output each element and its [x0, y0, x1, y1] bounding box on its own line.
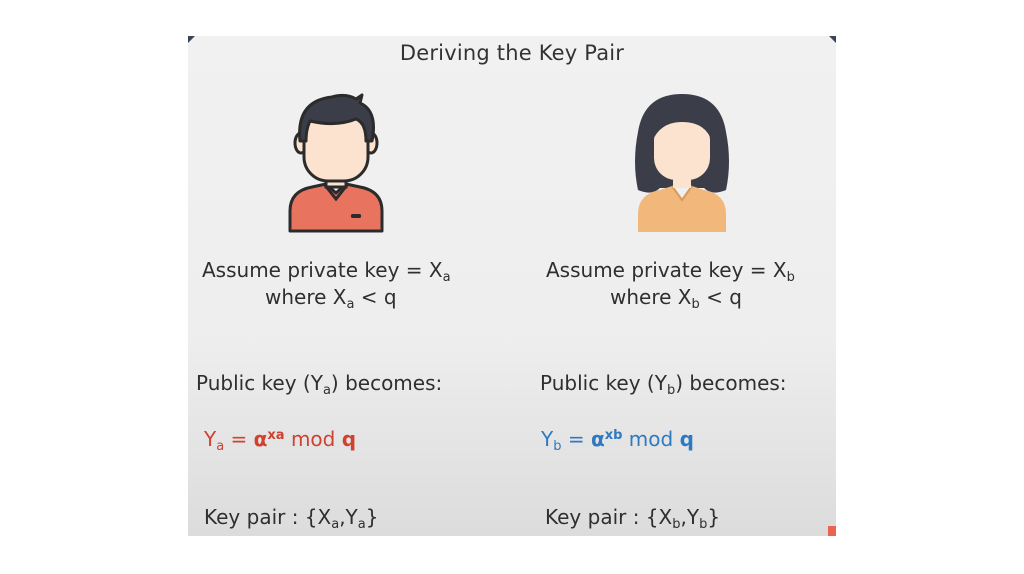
right-pair-suffix: }: [707, 505, 720, 529]
left-where-text: where Xa < q: [265, 285, 397, 309]
right-formula: Yb = αxb mod q: [541, 427, 694, 451]
right-private-prefix: Assume private key = X: [546, 258, 787, 282]
left-pair-sub2: a: [358, 517, 366, 532]
left-pair-mid: ,Y: [339, 505, 358, 529]
right-private-sub: b: [787, 270, 795, 285]
right-private-key-text: Assume private key = Xb: [546, 258, 795, 282]
left-formula-q: q: [342, 427, 356, 451]
man-avatar-icon: [286, 93, 386, 233]
right-where-text: where Xb < q: [610, 285, 742, 309]
left-pair-sub1: a: [331, 517, 339, 532]
right-public-sub: b: [667, 383, 675, 398]
right-formula-y: Y: [541, 427, 553, 451]
right-formula-q: q: [680, 427, 694, 451]
left-key-pair-text: Key pair : {Xa,Ya}: [204, 505, 378, 529]
right-formula-exp: xb: [605, 428, 623, 443]
woman-avatar-icon: [632, 92, 732, 234]
left-formula-mod: mod: [285, 427, 342, 451]
left-formula-y: Y: [204, 427, 216, 451]
left-public-key-text: Public key (Ya) becomes:: [196, 371, 442, 395]
right-pair-prefix: Key pair : {X: [545, 505, 672, 529]
left-formula-y-sub: a: [216, 439, 224, 454]
left-formula-exp: xa: [267, 428, 284, 443]
left-public-prefix: Public key (Y: [196, 371, 323, 395]
left-pair-prefix: Key pair : {X: [204, 505, 331, 529]
right-pair-mid: ,Y: [681, 505, 700, 529]
right-where-prefix: where X: [610, 285, 691, 309]
right-public-suffix: ) becomes:: [675, 371, 786, 395]
right-where-sub: b: [691, 297, 699, 312]
right-key-pair-text: Key pair : {Xb,Yb}: [545, 505, 720, 529]
left-formula-eq: =: [224, 427, 253, 451]
slide-title: Deriving the Key Pair: [188, 41, 836, 65]
left-private-sub: a: [443, 270, 451, 285]
left-where-prefix: where X: [265, 285, 346, 309]
right-public-key-text: Public key (Yb) becomes:: [540, 371, 787, 395]
left-public-sub: a: [323, 383, 331, 398]
slide: Deriving the Key Pair Assume private key…: [188, 36, 836, 536]
left-formula-alpha: α: [254, 427, 268, 451]
left-private-key-text: Assume private key = Xa: [202, 258, 451, 282]
right-formula-mod: mod: [622, 427, 679, 451]
left-formula: Ya = αxa mod q: [204, 427, 356, 451]
left-where-suffix: < q: [354, 285, 396, 309]
corner-decoration: [828, 526, 836, 536]
left-public-suffix: ) becomes:: [331, 371, 442, 395]
left-private-prefix: Assume private key = X: [202, 258, 443, 282]
right-formula-eq: =: [561, 427, 590, 451]
right-public-prefix: Public key (Y: [540, 371, 667, 395]
right-pair-sub1: b: [672, 517, 680, 532]
right-formula-alpha: α: [591, 427, 605, 451]
left-pair-suffix: }: [366, 505, 379, 529]
right-where-suffix: < q: [700, 285, 742, 309]
